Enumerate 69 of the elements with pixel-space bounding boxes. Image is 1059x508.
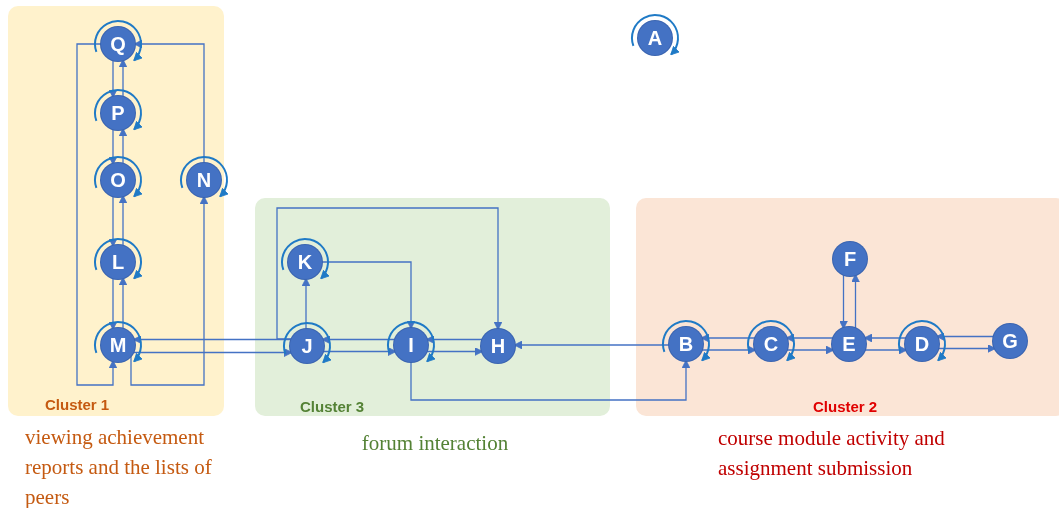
state-circle: E <box>832 327 866 361</box>
state-circle: L <box>101 245 135 279</box>
arrow <box>76 43 118 386</box>
state-circle: H <box>481 329 515 363</box>
cluster-description: viewing achievement reports and the lists of peers <box>25 424 213 508</box>
arrow <box>700 333 756 343</box>
state-circle: P <box>101 96 135 130</box>
state-circle: M <box>101 328 135 362</box>
arrow <box>301 277 311 330</box>
state-circle: O <box>101 163 135 197</box>
self-loop-arrow <box>94 20 143 62</box>
self-loop-arrow <box>387 321 436 363</box>
arrow <box>839 274 848 330</box>
cluster-panel <box>8 6 224 416</box>
cluster-panel <box>636 198 1059 416</box>
state-circle: F <box>833 242 867 276</box>
cluster-description: forum interaction <box>360 430 510 457</box>
arrow <box>108 59 118 98</box>
cluster-description: course module activity and assignment submission <box>718 425 946 482</box>
self-loop-arrow <box>662 320 711 362</box>
self-loop-arrow <box>180 156 229 198</box>
self-loop-arrow <box>283 322 332 364</box>
state-circle: I <box>394 328 428 362</box>
self-loop-arrow <box>94 156 143 198</box>
state-circle: Q <box>101 27 135 61</box>
state-circle: C <box>754 327 788 361</box>
arrow <box>513 340 670 350</box>
arrow <box>864 345 908 355</box>
self-loop-arrow <box>898 320 947 362</box>
arrow <box>863 333 907 343</box>
state-circle: D <box>905 327 939 361</box>
arrow <box>118 277 128 330</box>
arrow <box>851 273 860 329</box>
self-loop-arrow <box>94 238 143 280</box>
arrow <box>410 359 691 401</box>
arrow <box>108 277 118 330</box>
arrow <box>118 128 128 165</box>
arrow <box>108 128 118 165</box>
arrow <box>786 345 835 355</box>
state-circle: A <box>638 21 672 55</box>
self-loop-arrow <box>281 238 330 280</box>
arrow <box>130 195 209 386</box>
self-loop-arrow <box>94 321 143 363</box>
state-circle: J <box>290 329 324 363</box>
arrow <box>276 207 503 340</box>
arrow <box>108 195 118 247</box>
arrow <box>132 348 293 357</box>
state-circle: N <box>187 163 221 197</box>
self-loop-arrow <box>747 320 796 362</box>
arrow <box>937 344 996 353</box>
cluster-label: Cluster 1 <box>45 396 110 413</box>
cluster-panel <box>255 198 610 416</box>
arrow <box>133 39 205 164</box>
arrow <box>321 261 416 330</box>
arrow <box>322 347 397 356</box>
state-circle: G <box>993 324 1027 358</box>
cluster-label: Cluster 3 <box>300 398 365 415</box>
arrow <box>425 335 483 344</box>
arrow <box>321 335 396 344</box>
arrow <box>118 59 128 98</box>
arrow <box>936 332 995 341</box>
arrow <box>785 333 834 343</box>
self-loop-arrow <box>94 89 143 131</box>
cluster-label: Cluster 2 <box>813 398 878 415</box>
arrow <box>701 345 757 355</box>
state-circle: B <box>669 327 703 361</box>
self-loop-arrow <box>631 14 680 56</box>
state-circle: K <box>288 245 322 279</box>
arrow <box>118 195 128 247</box>
